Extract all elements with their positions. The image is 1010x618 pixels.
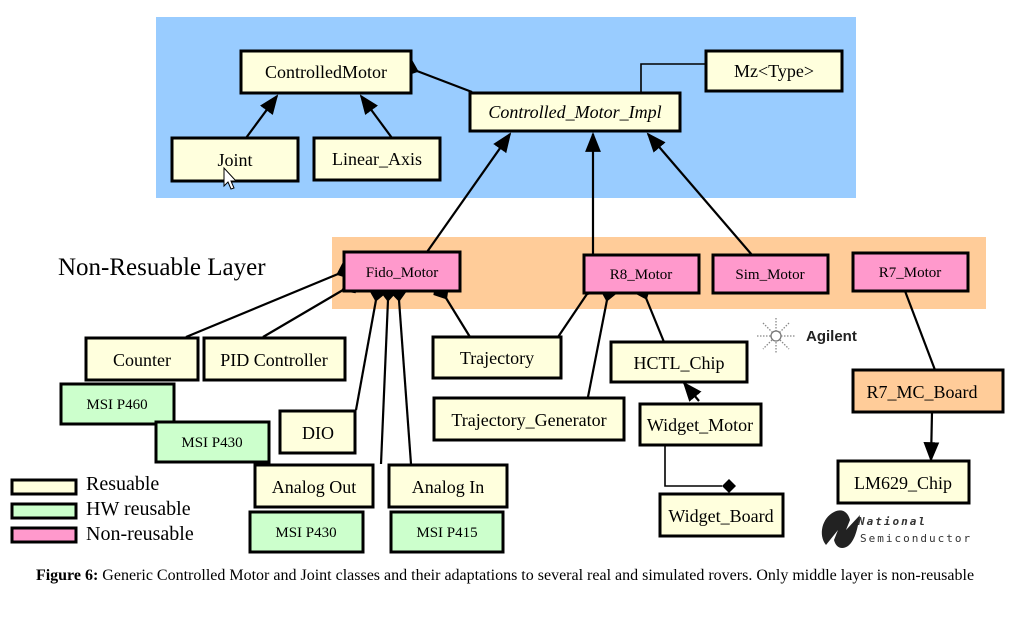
node-counter[interactable]: Counter xyxy=(84,336,200,382)
svg-text:National: National xyxy=(857,515,927,528)
svg-text:LM629_Chip: LM629_Chip xyxy=(854,473,952,493)
svg-text:R7_Motor: R7_Motor xyxy=(879,265,942,281)
edge-fido-to-impl xyxy=(426,132,512,253)
edge-dio-to-fido xyxy=(354,280,387,411)
edge-r7board-to-lm629 xyxy=(923,411,940,462)
legend: Resuable HW reusable Non-reusable xyxy=(10,473,194,545)
edge-widget-to-hctl xyxy=(682,381,702,402)
node-controlled-motor[interactable]: ControlledMotor xyxy=(239,49,413,95)
national-n-icon xyxy=(821,510,860,548)
legend-item-hw-reusable: HW reusable xyxy=(10,498,191,520)
svg-text:ControlledMotor: ControlledMotor xyxy=(265,62,387,82)
node-msi-p460[interactable]: MSI P460 xyxy=(59,382,176,426)
mouse-cursor-icon xyxy=(223,166,238,190)
svg-text:Counter: Counter xyxy=(113,350,171,370)
widgetboard-diamond xyxy=(722,479,736,493)
node-pid-controller[interactable]: PID Controller xyxy=(202,336,347,382)
edges xyxy=(185,59,940,493)
node-r7-mc-board[interactable]: R7_MC_Board xyxy=(851,368,1005,414)
svg-text:Widget_Motor: Widget_Motor xyxy=(647,415,753,435)
node-r7-motor[interactable]: R7_Motor xyxy=(851,251,970,293)
svg-text:Sim_Motor: Sim_Motor xyxy=(735,267,804,283)
node-sim-motor[interactable]: Sim_Motor xyxy=(711,253,830,295)
svg-text:Joint: Joint xyxy=(217,150,252,170)
svg-text:MSI P430: MSI P430 xyxy=(181,435,242,451)
national-semiconductor-logo: National Semiconductor xyxy=(821,510,972,548)
svg-text:Trajectory_Generator: Trajectory_Generator xyxy=(451,410,606,430)
svg-text:Analog Out: Analog Out xyxy=(272,477,357,497)
edge-hctl-to-r8 xyxy=(634,279,666,343)
node-dio[interactable]: DIO xyxy=(278,409,357,455)
edge-joint-to-controlledmotor xyxy=(245,94,279,139)
svg-text:Controlled_Motor_Impl: Controlled_Motor_Impl xyxy=(488,102,661,122)
caption-text: Generic Controlled Motor and Joint class… xyxy=(98,567,975,584)
edge-sim-to-impl xyxy=(646,132,753,256)
legend-item-non-reusable: Non-reusable xyxy=(10,523,194,545)
node-trajectory[interactable]: Trajectory xyxy=(431,335,563,380)
edge-trajectory-to-fido xyxy=(433,280,471,338)
edge-analogout-to-fido xyxy=(379,279,398,465)
edge-r7board-to-r7motor xyxy=(893,272,937,371)
svg-text:Non-reusable: Non-reusable xyxy=(86,523,194,545)
svg-text:DIO: DIO xyxy=(302,423,334,443)
node-fido-motor[interactable]: Fido_Motor xyxy=(342,250,462,293)
svg-text:R8_Motor: R8_Motor xyxy=(610,267,673,283)
svg-text:Agilent: Agilent xyxy=(806,328,857,345)
svg-text:Fido_Motor: Fido_Motor xyxy=(366,265,439,281)
edge-trajgen-to-r8 xyxy=(586,280,618,398)
svg-text:HW reusable: HW reusable xyxy=(86,498,191,520)
svg-text:MSI P415: MSI P415 xyxy=(416,525,477,541)
node-joint[interactable]: Joint xyxy=(170,136,300,183)
node-msi-p430-a[interactable]: MSI P430 xyxy=(154,420,271,464)
svg-text:Widget_Board: Widget_Board xyxy=(668,506,773,526)
edge-pid-to-fido xyxy=(262,277,361,338)
node-linear-axis[interactable]: Linear_Axis xyxy=(312,136,442,182)
svg-text:Trajectory: Trajectory xyxy=(460,348,534,368)
figure-caption: Figure 6: Generic Controlled Motor and J… xyxy=(0,566,1010,586)
svg-text:PID Controller: PID Controller xyxy=(220,350,328,370)
svg-text:Semiconductor: Semiconductor xyxy=(860,532,972,545)
edge-impl-to-controlledmotor xyxy=(398,59,473,94)
node-lm629-chip[interactable]: LM629_Chip xyxy=(836,459,971,505)
edge-analogin-to-fido xyxy=(389,279,413,465)
svg-text:HCTL_Chip: HCTL_Chip xyxy=(633,353,724,373)
node-widget-board[interactable]: Widget_Board xyxy=(658,492,785,538)
agilent-logo: Agilent xyxy=(757,318,857,354)
node-analog-out[interactable]: Analog Out xyxy=(253,463,375,509)
layer-label: Non-Resuable Layer xyxy=(58,254,266,281)
svg-text:Linear_Axis: Linear_Axis xyxy=(332,149,422,169)
edge-impl-to-mztype xyxy=(640,63,707,92)
caption-label: Figure 6: xyxy=(35,567,99,584)
node-msi-p430-b[interactable]: MSI P430 xyxy=(248,510,365,554)
node-hctl-chip[interactable]: HCTL_Chip xyxy=(609,340,749,384)
svg-text:MSI P460: MSI P460 xyxy=(86,397,147,413)
node-msi-p415[interactable]: MSI P415 xyxy=(389,510,505,554)
svg-text:Analog In: Analog In xyxy=(412,477,484,497)
node-mz-type[interactable]: Mz<Type> xyxy=(704,49,844,93)
svg-text:Mz<Type>: Mz<Type> xyxy=(734,61,814,81)
node-trajectory-generator[interactable]: Trajectory_Generator xyxy=(432,396,626,442)
node-widget-motor[interactable]: Widget_Motor xyxy=(638,402,763,447)
svg-text:Resuable: Resuable xyxy=(86,473,159,495)
edge-widgetmotor-to-widgetboard xyxy=(664,444,722,487)
edge-linearaxis-to-controlledmotor xyxy=(359,94,393,139)
node-analog-in[interactable]: Analog In xyxy=(387,463,509,509)
legend-item-reusable: Resuable xyxy=(10,473,159,496)
edge-trajectory-to-r8 xyxy=(557,277,600,338)
edge-counter-to-fido xyxy=(185,262,357,339)
svg-text:R7_MC_Board: R7_MC_Board xyxy=(866,382,977,402)
node-controlled-motor-impl[interactable]: Controlled_Motor_Impl xyxy=(468,91,682,133)
node-r8-motor[interactable]: R8_Motor xyxy=(582,253,701,295)
svg-text:MSI P430: MSI P430 xyxy=(275,525,336,541)
